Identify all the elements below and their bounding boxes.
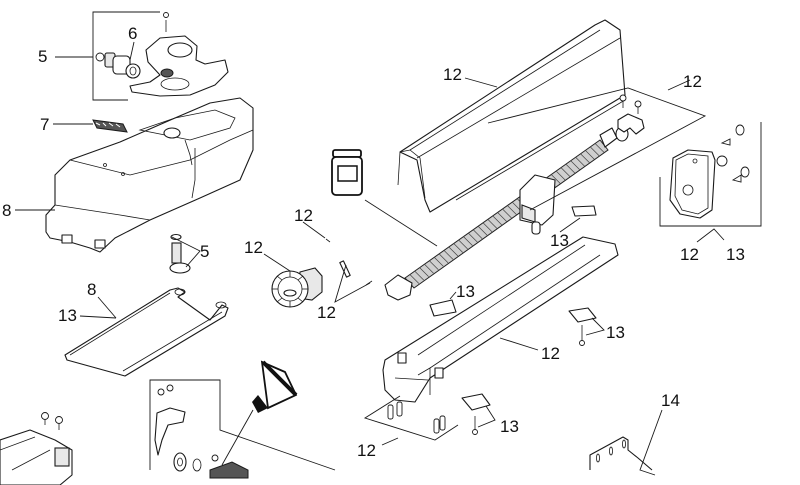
thread-mark (580, 153, 590, 164)
thread-mark (438, 253, 449, 264)
thread-mark (414, 270, 424, 281)
mounting-bracket (589, 436, 653, 471)
thread-mark (594, 143, 605, 153)
callout-13-end-cap: 13 (726, 245, 745, 264)
bracket-screws (619, 94, 642, 114)
thread-mark (570, 160, 580, 170)
callout-7: 7 (40, 115, 49, 134)
leader-lines (15, 41, 725, 476)
callout-13-slider-bottom: 13 (500, 417, 519, 436)
thread-mark (458, 239, 468, 250)
slider-pads (429, 205, 597, 435)
gear-assembly-box (149, 379, 336, 479)
thread-mark (492, 215, 502, 226)
top-cover-channel (397, 19, 626, 213)
grease-jar-icon (331, 149, 363, 196)
callout-12-top-cover: 12 (443, 65, 462, 84)
callout-12-base-screws: 12 (357, 441, 376, 460)
callout-labels: 5 6 7 8 5 8 13 12 12 12 12 12 13 12 13 1… (2, 24, 745, 460)
callout-13-gasket: 13 (58, 306, 77, 325)
shaft-bracket-group (487, 87, 707, 211)
thread-mark (468, 232, 478, 243)
worm-screw-shaft (384, 126, 629, 301)
thread-mark (434, 257, 444, 267)
thread-mark (473, 229, 483, 239)
callout-13-slider-left: 13 (456, 282, 475, 301)
thread-mark (585, 150, 595, 160)
callout-12-end-cap: 12 (680, 245, 699, 264)
pivot-pin (169, 233, 191, 274)
gasket (64, 287, 229, 377)
thread-mark (453, 243, 463, 253)
thread-mark (555, 170, 566, 181)
lock-assembly-group (92, 11, 229, 101)
thread-mark (502, 208, 512, 219)
callout-8-gasket: 8 (87, 280, 96, 299)
badge-part (92, 119, 128, 133)
thread-mark (565, 163, 576, 174)
callout-13-slider-right: 13 (606, 323, 625, 342)
motor-section (0, 412, 73, 485)
thread-mark (551, 174, 561, 184)
thread-mark (409, 274, 420, 284)
thread-mark (560, 167, 571, 177)
thread-mark (429, 260, 439, 270)
thread-mark (477, 226, 488, 236)
thread-mark (424, 263, 434, 274)
small-pin-parts (325, 238, 373, 286)
thread-mark (448, 246, 459, 257)
thread-mark (463, 236, 473, 246)
callout-12-base-rail: 12 (541, 344, 560, 363)
callout-8-cover: 8 (2, 201, 11, 220)
base-rail (382, 236, 619, 403)
callout-5-pin: 5 (200, 242, 209, 261)
callout-12-pins: 12 (317, 303, 336, 322)
grease-tube-icon (221, 360, 298, 466)
base-screws-group (363, 395, 459, 441)
thread-mark (497, 212, 507, 222)
callout-5-lock: 5 (38, 47, 47, 66)
thread-mark (487, 219, 498, 229)
lock-housing (129, 12, 229, 97)
callout-6: 6 (128, 24, 137, 43)
thread-mark (482, 222, 493, 233)
callout-14: 14 (661, 391, 680, 410)
end-cap-group (659, 122, 762, 227)
thread-mark (575, 157, 585, 167)
callout-12-pin: 12 (294, 206, 313, 225)
thread-mark (507, 205, 517, 215)
callout-13-slider-top: 13 (550, 231, 569, 250)
thread-mark (590, 146, 600, 157)
main-cover (45, 97, 254, 253)
callout-12-gear: 12 (244, 238, 263, 257)
helical-gear (271, 267, 323, 308)
thread-mark (443, 250, 454, 260)
thread-mark (419, 267, 429, 277)
callout-12-bracket: 12 (683, 72, 702, 91)
lock-cylinder (95, 52, 141, 79)
